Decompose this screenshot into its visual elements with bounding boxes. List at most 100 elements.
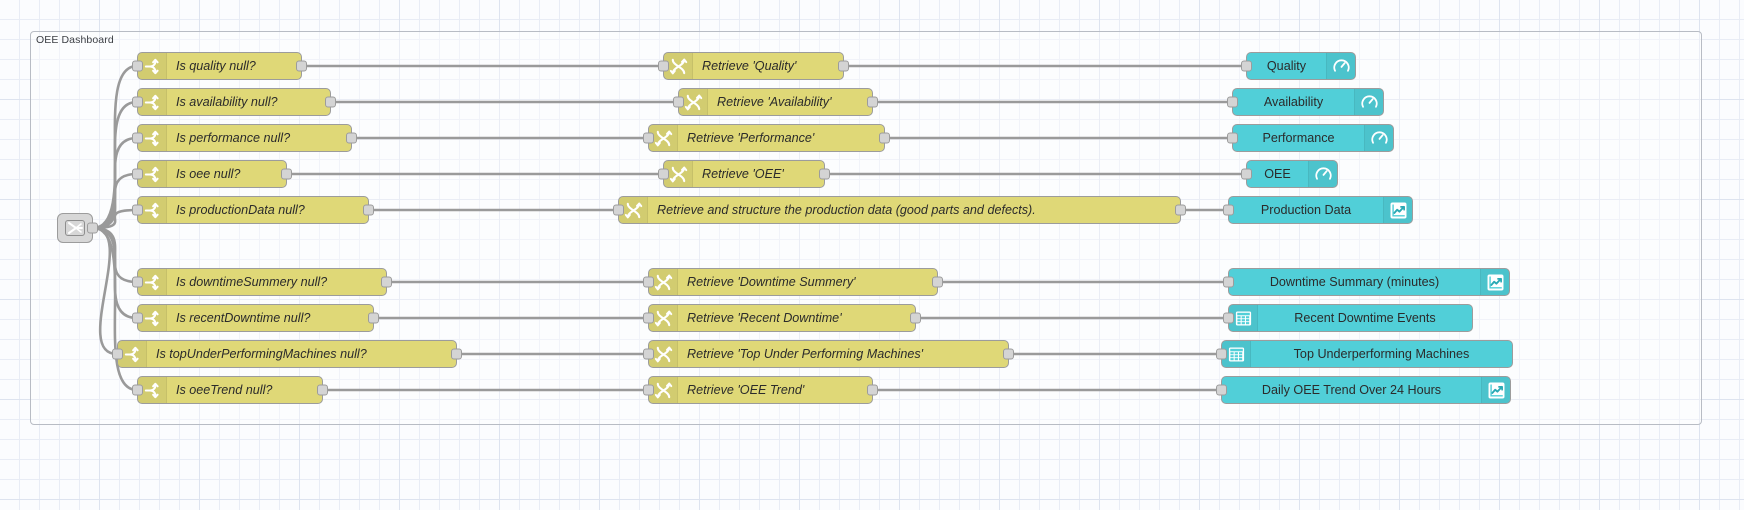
dashboard-4-label: Production Data (1260, 203, 1352, 217)
change-4-node[interactable]: Retrieve and structure the production da… (613, 196, 1186, 224)
change-5-node[interactable]: Retrieve 'Downtime Summery' (643, 268, 943, 296)
change-7-input-port[interactable] (643, 348, 654, 360)
switch-6-output-port[interactable] (368, 312, 379, 324)
dashboard-3-node[interactable]: OEE (1241, 160, 1338, 188)
dashboard-7-node[interactable]: Top Underperforming Machines (1216, 340, 1513, 368)
switch-2-input-port[interactable] (132, 132, 143, 144)
dashboard-3-input-port[interactable] (1241, 168, 1252, 180)
change-6-output-port[interactable] (910, 312, 921, 324)
chart-icon (1481, 377, 1510, 403)
switch-5-output-port[interactable] (381, 276, 392, 288)
switch-0-output-port[interactable] (296, 60, 307, 72)
switch-1-node[interactable]: Is availability null? (132, 88, 336, 116)
dashboard-2-node[interactable]: Performance (1227, 124, 1394, 152)
switch-5-node[interactable]: Is downtimeSummery null? (132, 268, 392, 296)
change-3-input-port[interactable] (658, 168, 669, 180)
switch-7-label: Is topUnderPerformingMachines null? (156, 347, 367, 361)
change-7-output-port[interactable] (1003, 348, 1014, 360)
switch-8-output-port[interactable] (317, 384, 328, 396)
switch-8-label: Is oeeTrend null? (176, 383, 273, 397)
gauge-icon (1364, 125, 1393, 151)
chart-icon (1383, 197, 1412, 223)
change-8-node[interactable]: Retrieve 'OEE Trend' (643, 376, 878, 404)
dashboard-5-label: Downtime Summary (minutes) (1269, 275, 1440, 289)
switch-5-input-port[interactable] (132, 276, 143, 288)
switch-7-input-port[interactable] (112, 348, 123, 360)
dashboard-5-node[interactable]: Downtime Summary (minutes) (1223, 268, 1510, 296)
switch-7-output-port[interactable] (451, 348, 462, 360)
dashboard-2-input-port[interactable] (1227, 132, 1238, 144)
switch-6-input-port[interactable] (132, 312, 143, 324)
dashboard-8-node[interactable]: Daily OEE Trend Over 24 Hours (1216, 376, 1511, 404)
switch-4-input-port[interactable] (132, 204, 143, 216)
switch-8-node[interactable]: Is oeeTrend null? (132, 376, 328, 404)
change-1-output-port[interactable] (867, 96, 878, 108)
change-6-input-port[interactable] (643, 312, 654, 324)
change-7-label: Retrieve 'Top Under Performing Machines' (687, 347, 924, 361)
switch-1-label: Is availability null? (176, 95, 278, 109)
change-3-label: Retrieve 'OEE' (702, 167, 784, 181)
change-3-node[interactable]: Retrieve 'OEE' (658, 160, 830, 188)
change-1-label: Retrieve 'Availability' (717, 95, 832, 109)
switch-1-input-port[interactable] (132, 96, 143, 108)
switch-3-output-port[interactable] (281, 168, 292, 180)
change-2-node[interactable]: Retrieve 'Performance' (643, 124, 890, 152)
change-8-label: Retrieve 'OEE Trend' (687, 383, 805, 397)
switch-7-node[interactable]: Is topUnderPerformingMachines null? (112, 340, 462, 368)
dashboard-8-input-port[interactable] (1216, 384, 1227, 396)
dashboard-4-input-port[interactable] (1223, 204, 1234, 216)
change-0-output-port[interactable] (838, 60, 849, 72)
change-4-output-port[interactable] (1175, 204, 1186, 216)
change-1-node[interactable]: Retrieve 'Availability' (673, 88, 878, 116)
switch-6-node[interactable]: Is recentDowntime null? (132, 304, 379, 332)
dashboard-1-input-port[interactable] (1227, 96, 1238, 108)
change-1-input-port[interactable] (673, 96, 684, 108)
switch-2-output-port[interactable] (346, 132, 357, 144)
switch-0-input-port[interactable] (132, 60, 143, 72)
change-8-output-port[interactable] (867, 384, 878, 396)
change-0-label: Retrieve 'Quality' (702, 59, 797, 73)
change-0-node[interactable]: Retrieve 'Quality' (658, 52, 849, 80)
dashboard-1-node[interactable]: Availability (1227, 88, 1384, 116)
dashboard-7-input-port[interactable] (1216, 348, 1227, 360)
inject-output-port[interactable] (87, 222, 98, 234)
dashboard-6-input-port[interactable] (1223, 312, 1234, 324)
switch-icon (138, 305, 167, 331)
dashboard-5-input-port[interactable] (1223, 276, 1234, 288)
switch-3-input-port[interactable] (132, 168, 143, 180)
change-5-output-port[interactable] (932, 276, 943, 288)
change-4-input-port[interactable] (613, 204, 624, 216)
change-5-input-port[interactable] (643, 276, 654, 288)
dashboard-4-node[interactable]: Production Data (1223, 196, 1413, 224)
inject-icon (65, 220, 85, 236)
change-8-input-port[interactable] (643, 384, 654, 396)
switch-0-label: Is quality null? (176, 59, 256, 73)
dashboard-1-label: Availability (1263, 95, 1324, 109)
switch-2-label: Is performance null? (176, 131, 291, 145)
switch-4-label: Is productionData null? (176, 203, 305, 217)
change-7-node[interactable]: Retrieve 'Top Under Performing Machines' (643, 340, 1014, 368)
switch-2-node[interactable]: Is performance null? (132, 124, 357, 152)
change-2-input-port[interactable] (643, 132, 654, 144)
switch-3-label: Is oee null? (176, 167, 241, 181)
change-6-label: Retrieve 'Recent Downtime' (687, 311, 842, 325)
gauge-icon (1326, 53, 1355, 79)
switch-1-output-port[interactable] (325, 96, 336, 108)
dashboard-6-node[interactable]: Recent Downtime Events (1223, 304, 1473, 332)
switch-0-node[interactable]: Is quality null? (132, 52, 307, 80)
change-2-output-port[interactable] (879, 132, 890, 144)
change-3-output-port[interactable] (819, 168, 830, 180)
switch-3-node[interactable]: Is oee null? (132, 160, 292, 188)
switch-4-output-port[interactable] (363, 204, 374, 216)
switch-4-node[interactable]: Is productionData null? (132, 196, 374, 224)
change-4-label: Retrieve and structure the production da… (657, 203, 1036, 217)
inject-node[interactable] (57, 213, 98, 243)
dashboard-0-node[interactable]: Quality (1241, 52, 1356, 80)
dashboard-0-input-port[interactable] (1241, 60, 1252, 72)
change-6-node[interactable]: Retrieve 'Recent Downtime' (643, 304, 921, 332)
gauge-icon (1308, 161, 1337, 187)
switch-icon (138, 125, 167, 151)
change-0-input-port[interactable] (658, 60, 669, 72)
switch-8-input-port[interactable] (132, 384, 143, 396)
